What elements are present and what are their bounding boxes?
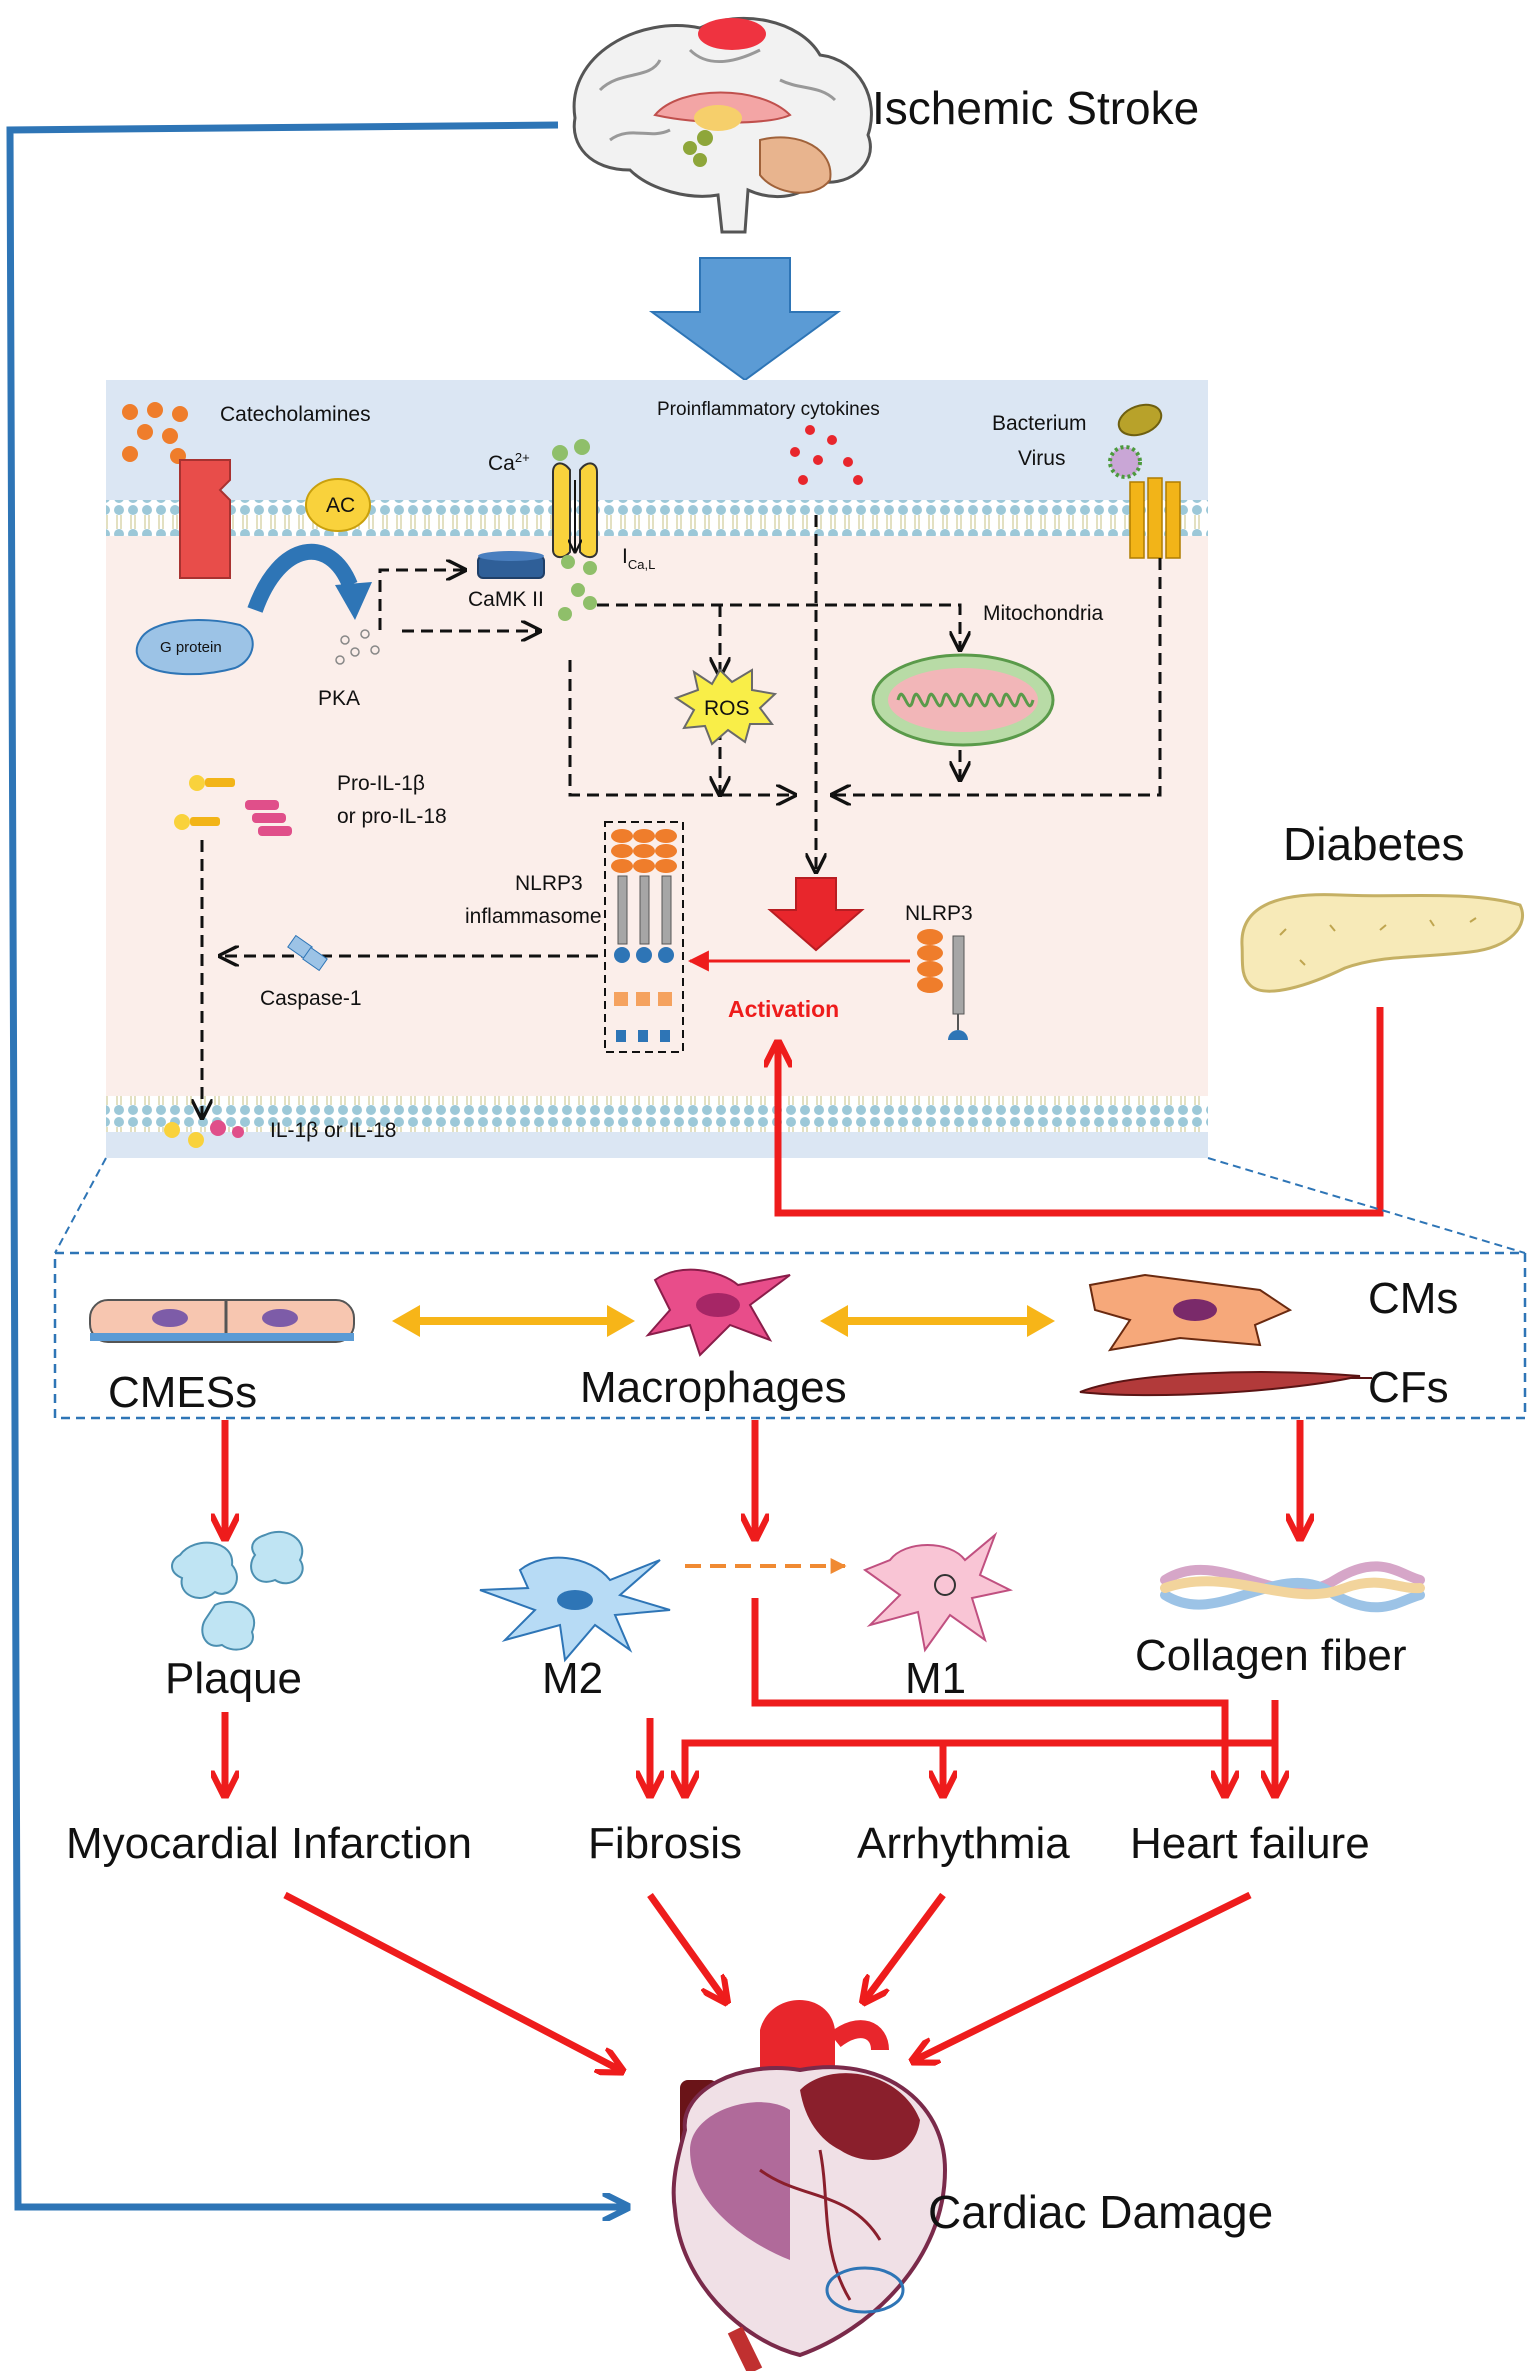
cms-label: CMs bbox=[1368, 1274, 1458, 1323]
collagen-fiber-icon bbox=[1160, 1561, 1425, 1613]
gprotein-to-pka-arrow bbox=[247, 543, 358, 613]
plaque-icon bbox=[171, 1530, 304, 1651]
ac-enzyme bbox=[305, 478, 371, 532]
fibrosis-label: Fibrosis bbox=[588, 1819, 742, 1868]
collagen-bus bbox=[685, 1700, 1279, 1793]
caspase-label: Caspase-1 bbox=[260, 987, 362, 1010]
bacterium-label: Bacterium bbox=[992, 412, 1087, 435]
calcium-channel bbox=[552, 439, 598, 621]
ica-label: ICa,L bbox=[622, 545, 655, 572]
ros-burst-icon bbox=[673, 668, 778, 746]
cytokine-dots bbox=[790, 425, 863, 485]
heart-failure-to-heart-arrow bbox=[915, 1891, 1252, 2060]
tlr-receptor bbox=[1129, 477, 1181, 559]
zoom-connector-left bbox=[54, 1157, 107, 1254]
signaling-dashed-lines bbox=[568, 515, 1162, 872]
catecholamines-label: Catecholamines bbox=[220, 403, 371, 426]
ca-label: Ca2+ bbox=[488, 450, 530, 475]
heart-failure-label: Heart failure bbox=[1130, 1819, 1370, 1868]
mitochondria-label: Mitochondria bbox=[983, 602, 1104, 625]
arrhythmia-label: Arrhythmia bbox=[857, 1819, 1070, 1868]
heart-icon bbox=[671, 2000, 948, 2371]
ac-label: AC bbox=[326, 494, 355, 517]
activation-label: Activation bbox=[728, 996, 839, 1022]
pro-il-label-2: or pro-IL-18 bbox=[337, 805, 447, 828]
zoom-connector-right bbox=[1207, 1157, 1526, 1254]
pancreas-icon bbox=[1240, 893, 1524, 993]
nlrp3-inflammasome-label-2: inflammasome bbox=[465, 905, 602, 928]
diabetes-to-activation-path bbox=[778, 1007, 1384, 1217]
ros-label: ROS bbox=[704, 697, 750, 720]
collagen-label: Collagen fiber bbox=[1135, 1631, 1407, 1680]
brain-icon bbox=[572, 16, 873, 234]
cardiomyocyte-icon bbox=[1088, 1273, 1293, 1352]
macrophage-bus bbox=[751, 1598, 1225, 1793]
endothelial-cells-icon bbox=[89, 1299, 355, 1343]
pka-to-camk-arrow bbox=[378, 570, 465, 630]
pka-dots bbox=[335, 629, 380, 665]
inflammasome-complex bbox=[604, 821, 684, 1053]
plaque-label: Plaque bbox=[165, 1654, 302, 1703]
nlrp3-label: NLRP3 bbox=[905, 902, 973, 925]
cells-row-box bbox=[53, 1251, 1527, 1420]
mi-to-heart-arrow bbox=[283, 1891, 620, 2070]
catecholamine-dots bbox=[122, 402, 188, 464]
cmess-label: CMESs bbox=[108, 1368, 257, 1417]
ischemic-stroke-label: Ischemic Stroke bbox=[872, 82, 1199, 134]
stroke-to-heart-path bbox=[6, 121, 625, 2207]
virus-icon bbox=[1108, 445, 1142, 479]
camk-label: CaMK II bbox=[468, 588, 544, 611]
cardiac-damage-label: Cardiac Damage bbox=[928, 2186, 1273, 2238]
g-protein-label: G protein bbox=[160, 639, 222, 656]
g-protein bbox=[135, 619, 254, 676]
mi-label: Myocardial Infarction bbox=[66, 1819, 472, 1868]
caspase-icon bbox=[287, 934, 328, 972]
cfs-label: CFs bbox=[1368, 1363, 1449, 1412]
proinflammatory-label: Proinflammatory cytokines bbox=[657, 399, 880, 420]
m1-macrophage-icon bbox=[862, 1531, 1014, 1653]
activation-block-arrow bbox=[767, 877, 865, 952]
nlrp3-monomer bbox=[917, 929, 968, 1040]
diabetes-label: Diabetes bbox=[1283, 818, 1465, 870]
pro-il-icons bbox=[174, 775, 292, 836]
stroke-to-cell-arrow bbox=[648, 257, 842, 382]
fibroblast-icon bbox=[1079, 1371, 1361, 1397]
arrhythmia-to-heart-arrow bbox=[865, 1892, 946, 2000]
nlrp3-inflammasome-label-1: NLRP3 bbox=[515, 872, 583, 895]
pro-il-label-1: Pro-IL-1β bbox=[337, 772, 425, 795]
macrophages-label: Macrophages bbox=[580, 1363, 847, 1412]
mitochondria-icon bbox=[871, 653, 1055, 747]
m2-label: M2 bbox=[542, 1654, 603, 1703]
pka-label: PKA bbox=[318, 687, 360, 710]
virus-label: Virus bbox=[1018, 447, 1065, 470]
cell-panel bbox=[106, 380, 1208, 1158]
macrophage-icon bbox=[645, 1268, 791, 1357]
adrenergic-receptor bbox=[179, 459, 231, 579]
fibrosis-to-heart-arrow bbox=[647, 1892, 725, 2000]
bacterium-icon bbox=[1117, 403, 1163, 437]
m1-label: M1 bbox=[905, 1654, 966, 1703]
il-output-label: IL-1β or IL-18 bbox=[270, 1119, 396, 1142]
camk-icon bbox=[477, 551, 545, 579]
il-output-icons bbox=[164, 1120, 244, 1148]
m2-macrophage-icon bbox=[479, 1556, 671, 1663]
